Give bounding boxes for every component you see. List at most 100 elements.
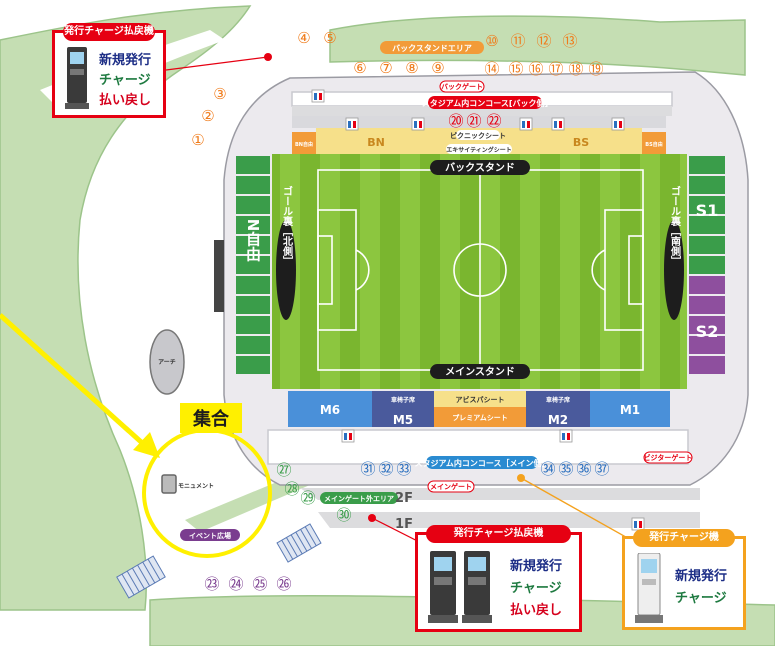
south-seat-block: [689, 176, 725, 194]
restroom-icon: [411, 117, 425, 131]
machine-box-refund-bottom: 発行チャージ払戻機 新規発行 チャージ 払い戻し: [415, 525, 582, 632]
label-s2: S2: [696, 322, 719, 341]
machine-box-title: 発行チャージ払戻機: [63, 23, 155, 41]
north-seat-block: [236, 196, 270, 214]
label-bn-free: BN自由: [295, 141, 313, 148]
label-goal-south: ゴール裏［南側］: [669, 185, 682, 266]
bs-free-section: [642, 132, 666, 154]
label-bn: BN: [367, 136, 385, 149]
box-line-new-issue: 新規発行: [99, 53, 152, 68]
connector-bottom-right: [520, 477, 641, 546]
restroom-icon: [311, 89, 325, 103]
location-number-marker: ㉜: [378, 460, 393, 478]
location-number-marker: ①: [191, 131, 204, 149]
box-line-charge: チャージ: [510, 581, 562, 596]
main-seat-m1: [590, 391, 670, 427]
location-number-marker: ⑳: [448, 112, 463, 130]
back-concourse-lower: [292, 106, 672, 116]
box-line-new-issue: 新規発行: [675, 569, 728, 584]
box-line-new-issue: 新規発行: [510, 559, 563, 574]
south-seat-block: [689, 216, 725, 234]
north-goal-stand: [214, 156, 270, 374]
label-back-gate: バックゲート: [441, 82, 483, 91]
south-seat-block: [689, 156, 725, 174]
location-number-marker: ⑰: [548, 60, 563, 78]
box-line-charge: チャージ: [99, 73, 151, 88]
label-floor-2f: 2F: [395, 491, 413, 506]
machine-box-charge: 発行チャージ機 新規発行 チャージ: [622, 529, 746, 630]
label-back-stand-area: バックスタンドエリア: [392, 43, 472, 53]
label-concourse-back: スタジアム内コンコース[バック側]: [422, 98, 548, 108]
north-seat-block: [236, 296, 270, 314]
label-pill: [643, 451, 693, 464]
label-m1: M1: [620, 403, 640, 417]
label-pill: [380, 41, 484, 54]
location-number-marker: ㉔: [228, 575, 243, 593]
machine-box-title: 発行チャージ払戻機: [426, 525, 571, 543]
location-number-marker: ㉗: [276, 461, 291, 479]
label-pill: [446, 144, 512, 154]
location-number-marker: ㊱: [576, 460, 591, 478]
north-seat-block: [236, 276, 270, 294]
back-stand-upper-seats: [292, 116, 666, 128]
label-concourse-main: スタジアム内コンコース［メイン側］: [414, 458, 549, 468]
location-number-marker: ㉒: [486, 112, 501, 130]
main-seat-m6: [288, 391, 372, 427]
south-goal-stand: [689, 156, 725, 374]
label-avispa-seat: アビスパシート: [456, 395, 505, 404]
location-number-marker: ⑲: [588, 60, 603, 78]
north-seat-block: [236, 316, 270, 334]
location-number-marker: ㉕: [252, 575, 267, 593]
ticket-machine-icon: [65, 47, 89, 109]
north-seat-block: [236, 156, 270, 174]
label-pill: [426, 456, 538, 469]
green-area-north: [329, 15, 746, 76]
restroom-icon: [631, 517, 645, 531]
label-pill: [439, 80, 485, 93]
monument: [161, 474, 177, 494]
location-number-marker: ⑭: [484, 60, 499, 78]
arrow-line: [0, 313, 152, 452]
location-number-marker: ㉛: [360, 460, 375, 478]
label-monument: モニュメント: [178, 483, 214, 490]
label-event-plaza: イベント広場: [189, 531, 231, 540]
north-seat-block: [236, 256, 270, 274]
label-pill: [428, 96, 542, 109]
box-line-charge: チャージ: [675, 591, 727, 606]
label-pill: [664, 220, 684, 320]
north-seat-block: [236, 216, 270, 234]
floor-levels: [300, 488, 700, 528]
south-seat-block: [689, 196, 725, 214]
label-s1: S1: [696, 201, 719, 220]
restroom-icon: [559, 429, 573, 443]
stairs: [116, 523, 322, 599]
label-back-stand: バックスタンド: [445, 162, 515, 174]
label-excite-seat: エキサイティングシート: [446, 146, 512, 154]
location-number-marker: ⑥: [353, 59, 366, 77]
south-seat-block: [689, 236, 725, 254]
label-floor-1f: 1F: [395, 517, 413, 532]
connector-top-left: [165, 56, 269, 71]
location-number-marker: ㉞: [540, 460, 555, 478]
bn-free-section: [292, 132, 316, 154]
label-main-gate-outer: メインゲート外エリア: [324, 494, 394, 503]
label-bs: BS: [573, 136, 589, 149]
location-number-marker: ④: [297, 29, 310, 47]
location-number-marker: ⑦: [379, 59, 392, 77]
connector-dot: [368, 514, 376, 522]
machine-box-refund-top: 発行チャージ払戻機 新規発行 チャージ 払い戻し: [52, 23, 166, 118]
assembly-label-badge: [180, 403, 242, 433]
label-pill: [430, 364, 530, 379]
main-seat-m5: [372, 391, 434, 427]
north-seat-block: [236, 176, 270, 194]
south-seat-block: [689, 256, 725, 274]
connector-dot: [264, 53, 272, 61]
label-m2: M2: [548, 413, 568, 427]
label-picnic-seat: ピクニックシート: [450, 131, 506, 140]
location-number-marker: ⑮: [508, 60, 523, 78]
box-line-refund: 払い戻し: [99, 93, 152, 108]
label-wheelchair-right: 車椅子席: [546, 396, 570, 404]
label-visitor-gate: ビジターゲート: [644, 453, 693, 462]
south-seat-block: [689, 336, 725, 354]
